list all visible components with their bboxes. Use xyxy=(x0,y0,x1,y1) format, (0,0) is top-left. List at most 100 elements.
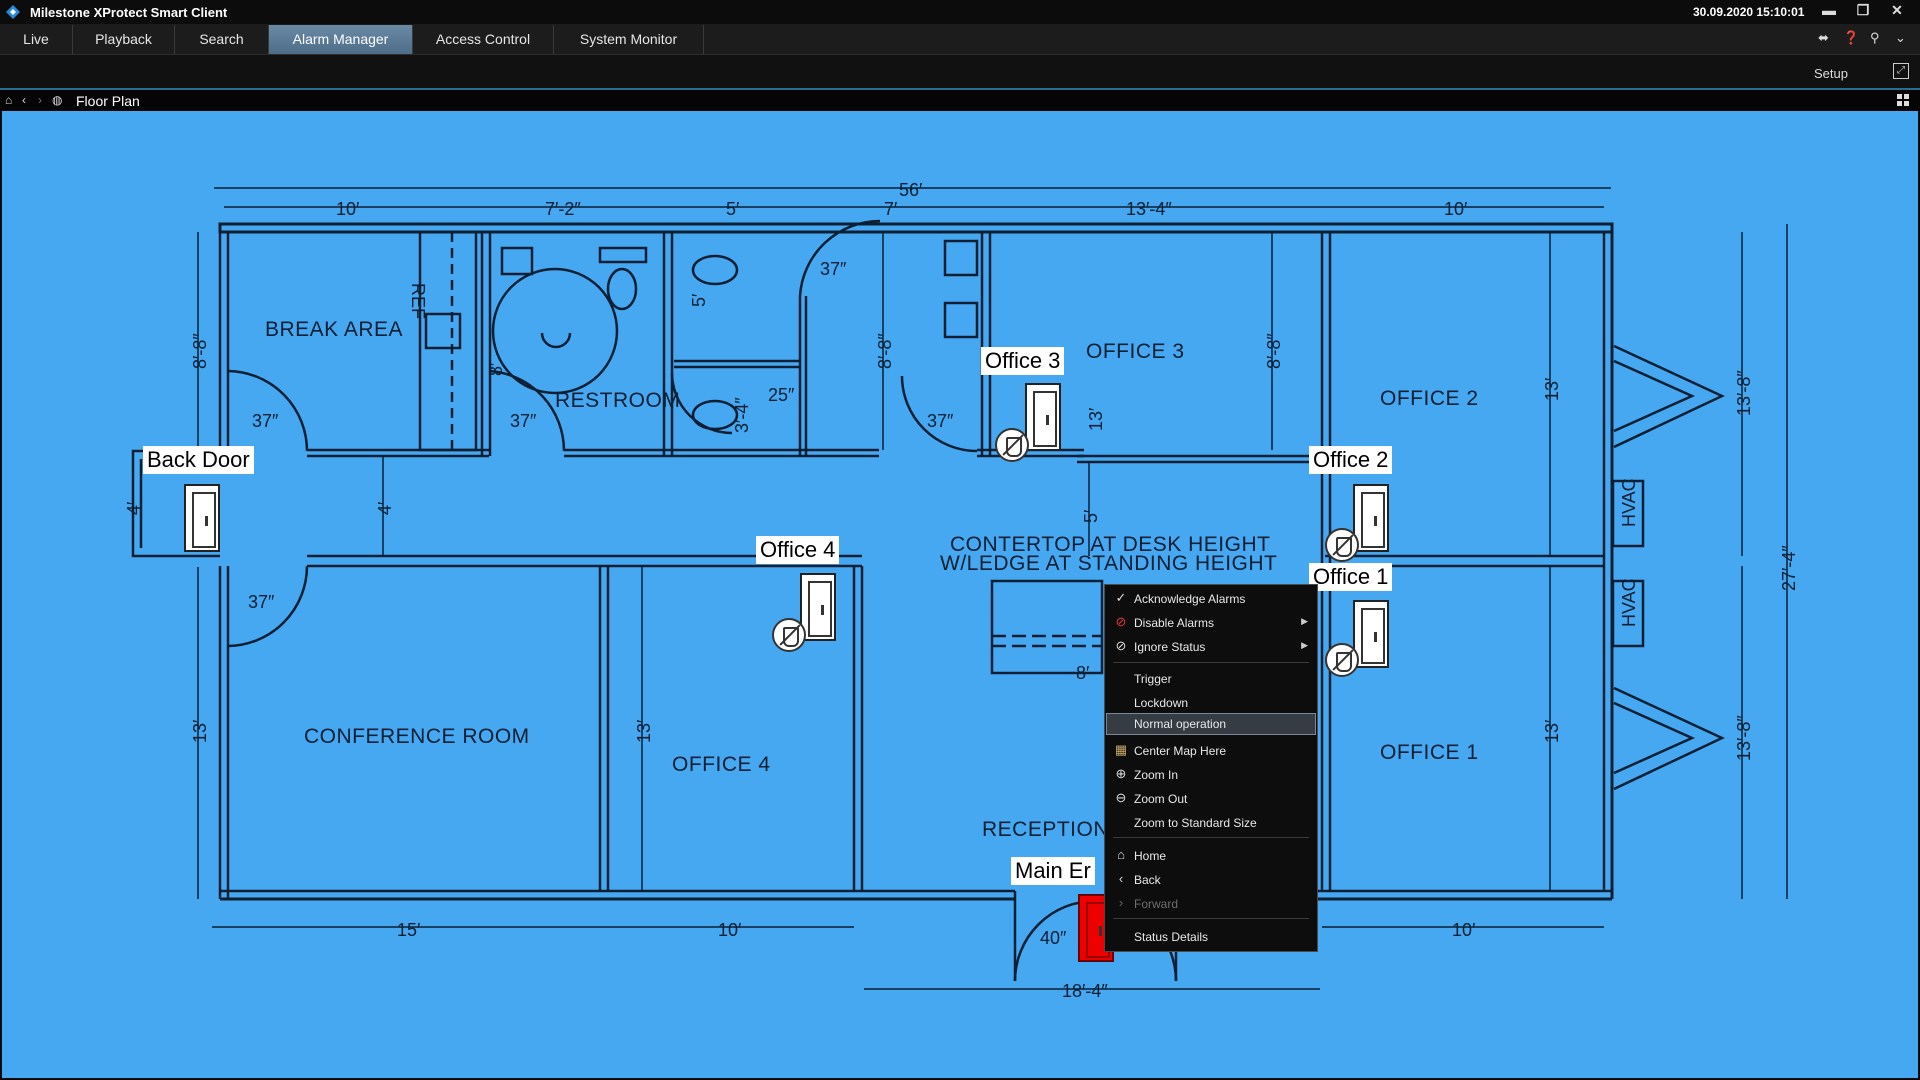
back-icon[interactable]: ‹ xyxy=(22,93,26,107)
dimension-label: 13′ xyxy=(190,719,210,743)
dimension-label: 13′ xyxy=(1086,407,1106,431)
dimension-label: 8′ xyxy=(486,362,506,376)
chevron-down-icon[interactable]: ⌄ xyxy=(1895,30,1906,45)
room-label: RECEPTIONIS xyxy=(982,818,1130,841)
layout-icon[interactable] xyxy=(1896,93,1910,107)
tab-search[interactable]: Search xyxy=(175,25,269,54)
door-label-office-4[interactable]: Office 4 xyxy=(756,536,840,564)
help-icon[interactable]: ❓ xyxy=(1843,30,1860,45)
globe-icon[interactable]: ◍ xyxy=(52,93,63,107)
check-icon: ✓ xyxy=(1115,590,1127,605)
home-icon[interactable]: ⌂ xyxy=(5,93,13,107)
menu-item-ignore-status[interactable]: ⊘ Ignore Status ▶ xyxy=(1115,638,1308,655)
hourglass-status-icon[interactable] xyxy=(1325,528,1359,562)
dimension-label: 37″ xyxy=(927,411,954,431)
ignore-icon: ⊘ xyxy=(1115,638,1127,653)
door-label-office-1[interactable]: Office 1 xyxy=(1309,563,1393,591)
zoom-out-icon: ⊖ xyxy=(1115,790,1127,805)
submenu-arrow-icon: ▶ xyxy=(1301,616,1308,626)
submenu-arrow-icon: ▶ xyxy=(1301,640,1308,650)
dimension-label: 7′-2″ xyxy=(545,199,581,219)
tab-access-control[interactable]: Access Control xyxy=(413,25,554,54)
dimension-label: 13′-8″ xyxy=(1734,715,1754,761)
minimize-icon[interactable]: ▬ xyxy=(1822,2,1836,18)
dimension-label: 4′ xyxy=(375,501,395,515)
menu-item-home[interactable]: ⌂ Home xyxy=(1106,845,1316,867)
room-label: HVAC xyxy=(1619,578,1639,627)
dimension-label: 10′ xyxy=(718,920,742,940)
connection-icon[interactable]: ⬌ xyxy=(1818,30,1829,45)
floor-plan-map[interactable]: BREAK AREA RESTROOM OFFICE 3 OFFICE 2 OF… xyxy=(2,111,1918,1078)
dimension-label: 8′-8″ xyxy=(875,333,895,369)
dimension-label: 15′ xyxy=(397,920,421,940)
dimension-label: 37″ xyxy=(820,259,847,279)
hourglass-status-icon[interactable] xyxy=(1325,643,1359,677)
dimension-label: 13′ xyxy=(634,719,654,743)
door-label-office-3[interactable]: Office 3 xyxy=(981,347,1065,375)
room-label: CONTERTOP AT DESK HEIGHT xyxy=(950,533,1270,556)
dimension-label: 18′-4″ xyxy=(1062,981,1108,1001)
forward-icon[interactable]: › xyxy=(38,93,42,107)
dimension-label: 27′-4″ xyxy=(1779,545,1799,591)
home-icon: ⌂ xyxy=(1117,847,1125,862)
close-icon[interactable]: ✕ xyxy=(1891,2,1903,18)
dimension-label: 25″ xyxy=(768,385,795,405)
disable-alarm-icon: ⊘ xyxy=(1115,614,1127,629)
title-bar: Milestone XProtect Smart Client 30.09.20… xyxy=(0,0,1920,24)
tab-system-monitor[interactable]: System Monitor xyxy=(554,25,704,54)
dimension-label: 13′ xyxy=(1542,377,1562,401)
tab-playback[interactable]: Playback xyxy=(73,25,175,54)
hourglass-status-icon[interactable] xyxy=(995,428,1029,462)
door-icon[interactable] xyxy=(800,573,836,641)
room-label: OFFICE 1 xyxy=(1380,741,1479,764)
menu-item-zoom-standard[interactable]: Zoom to Standard Size xyxy=(1134,816,1257,830)
view-header: ⌂ ‹ › ◍ Floor Plan xyxy=(0,90,1920,111)
door-icon[interactable] xyxy=(1353,484,1389,552)
milestone-logo-icon xyxy=(6,5,20,19)
menu-separator xyxy=(1113,662,1309,663)
door-label-main-entrance[interactable]: Main Er xyxy=(1011,857,1095,885)
maximize-view-icon[interactable]: ⤢ xyxy=(1893,63,1909,79)
menu-item-acknowledge-alarms[interactable]: ✓ Acknowledge Alarms xyxy=(1115,590,1246,607)
dimension-label: 10′ xyxy=(1452,920,1476,940)
dimension-label: 13′-4″ xyxy=(1126,199,1172,219)
dimension-label: 8′-8″ xyxy=(190,333,210,369)
room-label: OFFICE 2 xyxy=(1380,387,1479,410)
menu-item-disable-alarms[interactable]: ⊘ Disable Alarms ▶ xyxy=(1115,614,1308,631)
dimension-label: 5′ xyxy=(1081,509,1101,523)
room-label: RESTROOM xyxy=(555,389,680,412)
menu-item-status-details[interactable]: Status Details xyxy=(1134,930,1209,944)
hourglass-status-icon[interactable] xyxy=(772,618,806,652)
door-label-back-door[interactable]: Back Door xyxy=(143,446,254,474)
dimension-label: 3′-4″ xyxy=(732,397,752,433)
door-icon[interactable] xyxy=(184,484,220,552)
datetime-display: 30.09.2020 15:10:01 xyxy=(1693,5,1805,19)
dimension-label: 56′ xyxy=(899,180,923,200)
menu-item-zoom-out[interactable]: ⊖ Zoom Out xyxy=(1115,790,1188,807)
door-label-office-2[interactable]: Office 2 xyxy=(1309,446,1393,474)
room-label: CONFERENCE ROOM xyxy=(304,725,530,748)
room-label: HVAC xyxy=(1619,478,1639,527)
context-menu: ✓ Acknowledge Alarms ⊘ Disable Alarms ▶ … xyxy=(1104,584,1318,952)
restore-icon[interactable]: ❐ xyxy=(1856,2,1870,18)
forward-icon: › xyxy=(1118,895,1124,910)
tab-alarm-manager[interactable]: Alarm Manager xyxy=(269,25,413,54)
door-icon[interactable] xyxy=(1025,383,1061,451)
room-label: W/LEDGE AT STANDING HEIGHT xyxy=(940,552,1277,575)
menu-item-forward[interactable]: › Forward xyxy=(1106,893,1316,915)
setup-button[interactable]: Setup xyxy=(1814,66,1848,81)
menu-item-center-map-here[interactable]: ▦ Center Map Here xyxy=(1114,742,1227,759)
menu-item-trigger[interactable]: Trigger xyxy=(1134,672,1172,686)
menu-item-lockdown[interactable]: Lockdown xyxy=(1134,696,1189,710)
tab-live[interactable]: Live xyxy=(0,25,73,54)
dimension-label: 13′-8″ xyxy=(1734,370,1754,416)
dimension-label: 10′ xyxy=(336,199,360,219)
pin-icon[interactable]: ⚲ xyxy=(1870,30,1880,45)
dimension-label: 8′ xyxy=(1076,663,1090,683)
door-icon[interactable] xyxy=(1353,600,1389,668)
room-label: OFFICE 3 xyxy=(1086,340,1185,363)
menu-item-zoom-in[interactable]: ⊕ Zoom In xyxy=(1115,766,1179,783)
menu-item-back[interactable]: ‹ Back xyxy=(1106,869,1316,891)
menu-item-normal-operation[interactable]: Normal operation xyxy=(1106,713,1316,735)
menu-separator xyxy=(1113,918,1309,919)
